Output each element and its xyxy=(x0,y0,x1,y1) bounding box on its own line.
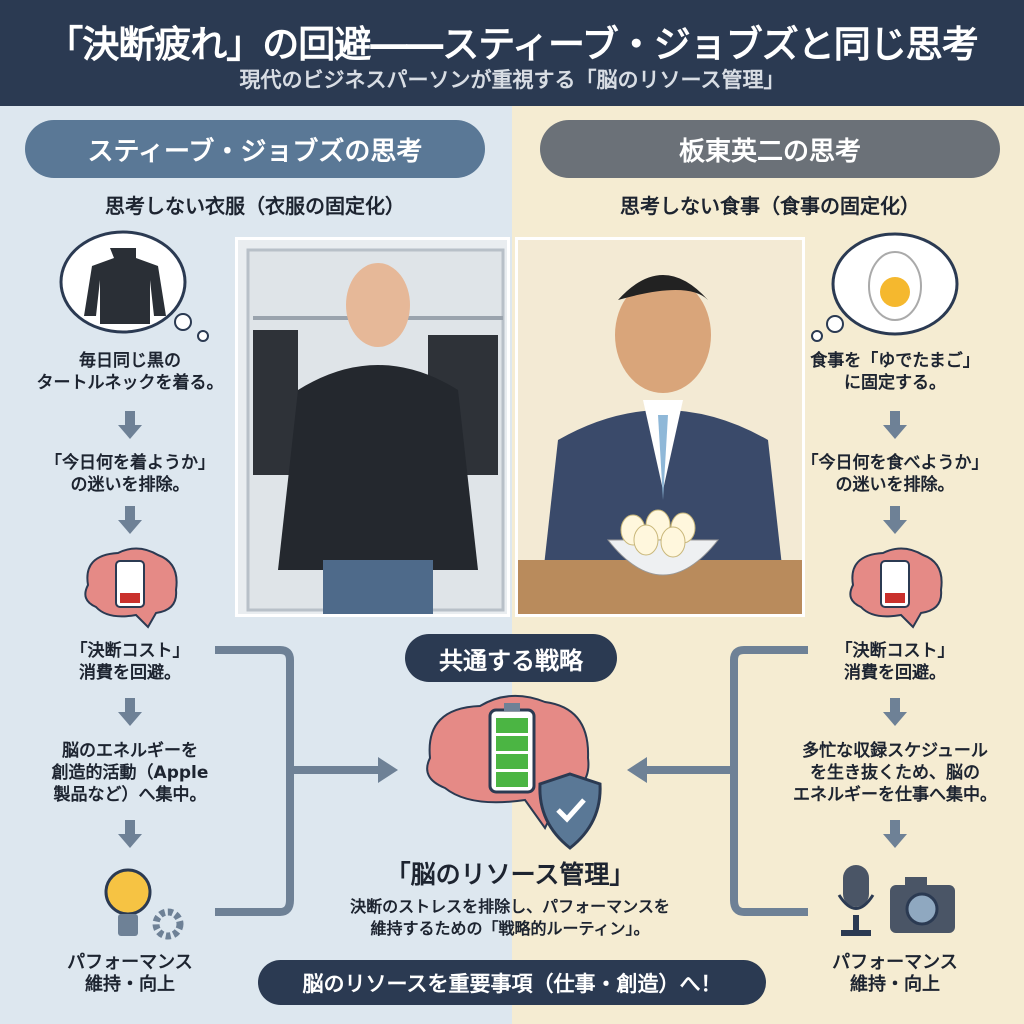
jobs-step-5: パフォーマンス維持・向上 xyxy=(67,952,193,995)
brain-full-battery-shield-icon xyxy=(426,694,602,850)
turtleneck-thought-bubble xyxy=(59,230,209,342)
bando-step-1: 食事を「ゆでたまご」に固定する。 xyxy=(810,351,980,393)
bando-step-4: 多忙な収録スケジュールを生き抜くため、脳のエネルギーを仕事へ集中。 xyxy=(793,741,997,805)
jobs-step-3: 「決断コスト」消費を回避。 xyxy=(70,641,190,683)
bando-pill: 板東英二の思考 xyxy=(540,120,1000,178)
arrow-left-icon xyxy=(627,757,647,783)
page-title: 「決断疲れ」の回避――スティーブ・ジョブズと同じ思考 xyxy=(46,23,979,66)
page-subtitle: 現代のビジネスパーソンが重視する「脳のリソース管理」 xyxy=(239,68,785,92)
jobs-illustration xyxy=(235,237,510,617)
bando-step-5: パフォーマンス維持・向上 xyxy=(832,952,958,995)
brain-low-battery-icon xyxy=(849,547,943,629)
arrow-down-icon xyxy=(883,698,907,726)
arrow-down-icon xyxy=(118,506,142,534)
common-strategy-pill: 共通する戦略 xyxy=(405,634,617,682)
arrow-down-icon xyxy=(118,411,142,439)
lightbulb-gear-icon xyxy=(104,868,184,940)
center-description: 決断のストレスを排除し、パフォーマンスを維持するための「戦略的ルーティン」。 xyxy=(350,897,670,938)
arrow-down-icon xyxy=(118,820,142,848)
arrow-down-icon xyxy=(883,820,907,848)
center-title: 「脳のリソース管理」 xyxy=(385,860,635,889)
jobs-pill: スティーブ・ジョブズの思考 xyxy=(25,120,485,178)
bando-illustration xyxy=(515,237,805,617)
arrow-down-icon xyxy=(883,506,907,534)
bando-step-3: 「決断コスト」消費を回避。 xyxy=(835,641,955,683)
brain-low-battery-icon xyxy=(84,547,178,629)
bando-step-2: 「今日何を食べようか」の迷いを排除。 xyxy=(801,453,989,495)
bottom-banner: 脳のリソースを重要事項（仕事・創造）へ！ xyxy=(258,960,766,1005)
turtleneck-icon xyxy=(84,248,166,324)
shield-check-icon xyxy=(538,772,602,850)
bando-subtitle: 思考しない食事（食事の固定化） xyxy=(620,194,920,218)
microphone-camera-icon xyxy=(837,865,955,936)
arrow-down-icon xyxy=(118,698,142,726)
header: 「決断疲れ」の回避――スティーブ・ジョブズと同じ思考 現代のビジネスパーソンが重… xyxy=(0,0,1024,106)
arrow-right-icon xyxy=(378,757,398,783)
jobs-step-1: 毎日同じ黒のタートルネックを着る。 xyxy=(36,351,224,393)
egg-thought-bubble xyxy=(811,232,959,342)
arrow-down-icon xyxy=(883,411,907,439)
jobs-step-2: 「今日何を着ようか」の迷いを排除。 xyxy=(45,453,215,495)
jobs-subtitle: 思考しない衣服（衣服の固定化） xyxy=(105,194,405,218)
